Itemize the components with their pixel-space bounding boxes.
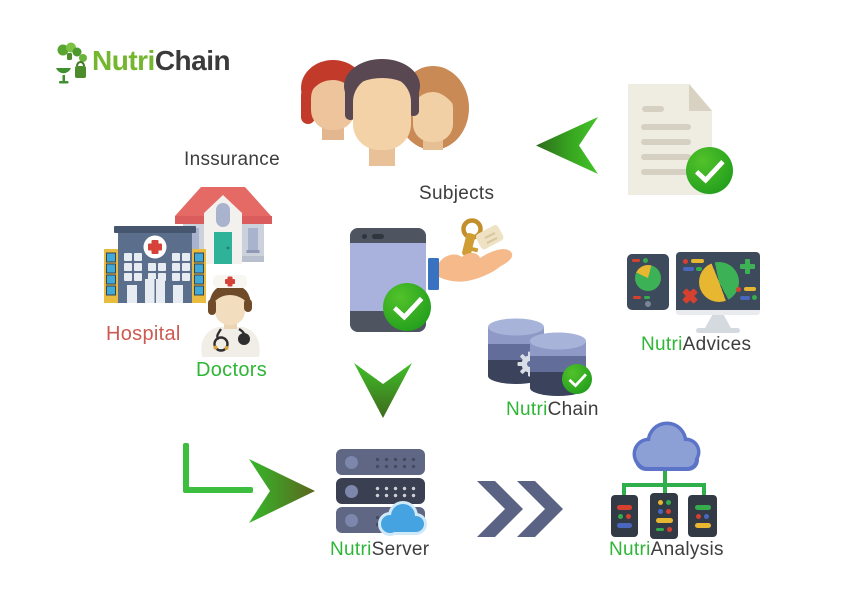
nutrichain-logo-icon xyxy=(56,42,87,84)
database-check-icon xyxy=(562,364,592,394)
connector-line xyxy=(663,487,667,495)
tablet-icon xyxy=(627,254,669,310)
analysis-node xyxy=(650,493,678,539)
elbow-arrow-right xyxy=(183,443,318,523)
chevron-left-icon xyxy=(536,117,598,174)
tablet-home-button xyxy=(645,301,651,307)
tablet-pie-chart xyxy=(635,265,661,291)
nutrichain-label: NutriChain xyxy=(506,399,599,420)
nutrianalysis-icon-group xyxy=(607,421,725,541)
monitor-icon xyxy=(676,252,760,333)
plus-icon xyxy=(740,259,755,274)
chevron-down-icon xyxy=(354,363,412,418)
logo-text-dark: Chain xyxy=(154,45,231,76)
connector-line xyxy=(622,487,626,495)
phone-camera-dot xyxy=(362,234,367,239)
server-unit xyxy=(336,478,425,504)
nutrianalysis-label: NutriAnalysis xyxy=(609,539,724,560)
connector-line xyxy=(702,487,706,495)
hospital-icon xyxy=(104,226,206,303)
server-unit xyxy=(336,449,425,475)
nutriserver-label: NutriServer xyxy=(330,539,430,560)
logo-wordmark: NutriChain xyxy=(92,45,231,77)
analysis-node xyxy=(611,495,638,537)
hospital-label: Hospital xyxy=(106,323,181,345)
subjects-label: Subjects xyxy=(419,183,495,204)
phone-speaker xyxy=(372,234,384,239)
logo-text-green: Nutri xyxy=(92,45,155,76)
analysis-cloud-icon xyxy=(632,421,701,471)
nutriadvices-label: NutriAdvices xyxy=(641,334,752,355)
doctors-label: Doctors xyxy=(196,359,268,381)
analysis-node xyxy=(688,495,717,537)
document-check-icon xyxy=(686,147,733,194)
hand-with-keys-icon xyxy=(428,218,513,290)
doctor-icon xyxy=(201,275,260,357)
insurance-label: Inssurance xyxy=(184,149,280,170)
monitor-stand xyxy=(705,315,731,328)
double-chevron-right-icon xyxy=(477,481,563,537)
connector-line xyxy=(622,483,706,487)
x-icon xyxy=(679,285,702,308)
phone-check-icon xyxy=(383,283,431,331)
monitor-pie-chart xyxy=(699,262,739,302)
server-cloud-icon xyxy=(378,501,427,536)
people-group-icon xyxy=(301,59,469,166)
connector-line xyxy=(663,471,667,485)
